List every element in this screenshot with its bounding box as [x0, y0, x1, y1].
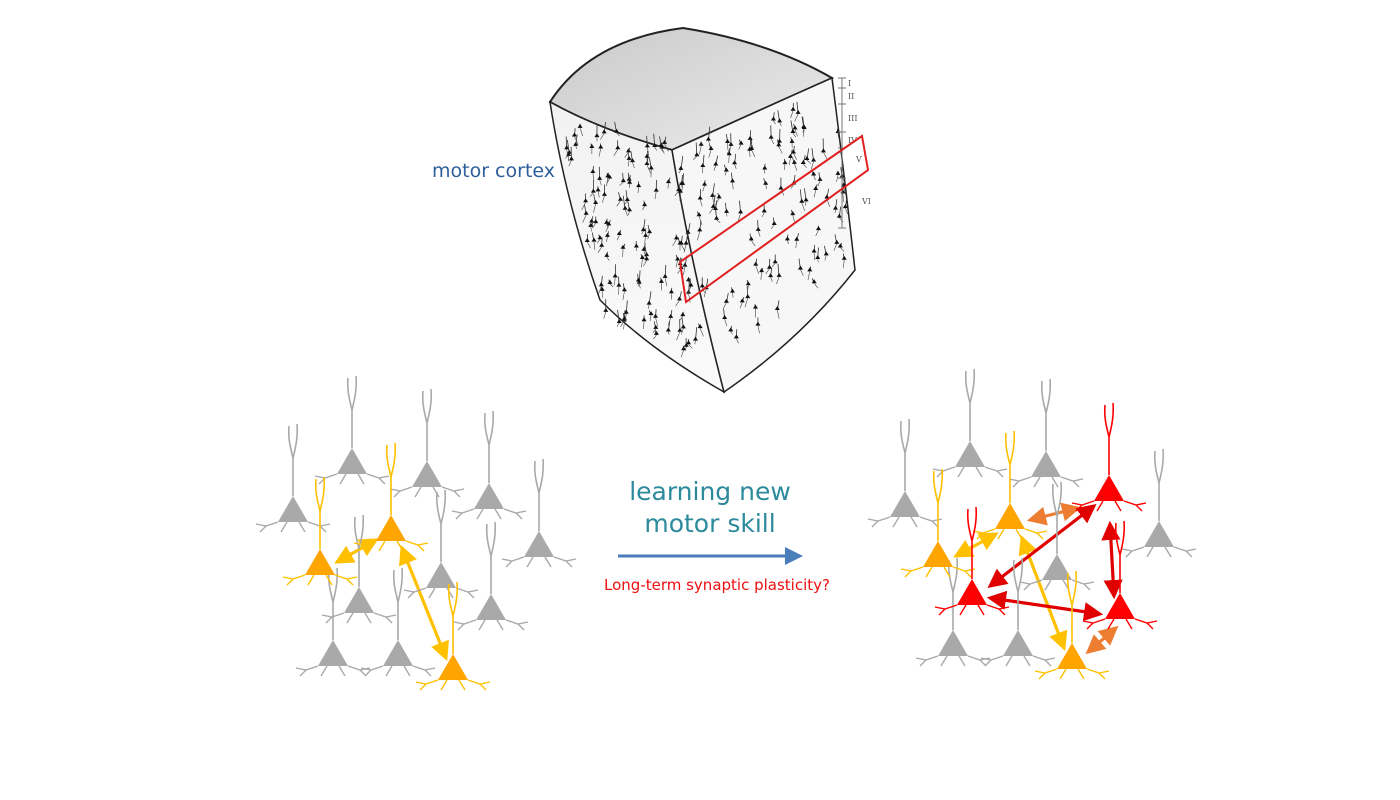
neuron-inactive — [501, 458, 577, 568]
right-connection-arrows — [953, 502, 1123, 655]
neuron-engaged — [972, 430, 1048, 540]
neuron-inactive — [451, 410, 527, 520]
neuron-inactive — [1019, 481, 1095, 591]
neuron-inactive — [453, 521, 529, 631]
neuron-inactive — [980, 557, 1056, 667]
connection-arrow — [986, 590, 1104, 622]
neuron-inactive — [932, 368, 1008, 478]
neuron-engaged — [353, 442, 429, 552]
cortex-layer-scale: I II III IV V VI — [838, 77, 871, 229]
layer-label-4: IV — [848, 136, 857, 145]
neuron-inactive — [1121, 448, 1197, 558]
learning-label-line2: motor skill — [644, 509, 776, 538]
neuron-strengthened — [934, 506, 1010, 616]
layer-label-5: V — [855, 155, 862, 164]
connection-arrow — [1018, 535, 1068, 651]
neuron-inactive — [314, 375, 390, 485]
layer-v-highlight-box — [678, 134, 870, 304]
layer-label-1: I — [848, 79, 851, 88]
motor-cortex-label: motor cortex — [432, 160, 555, 182]
neuron-inactive — [867, 418, 943, 528]
neuron-inactive — [255, 423, 331, 533]
connection-arrow — [399, 545, 449, 661]
neuron-engaged — [900, 468, 976, 578]
left-neuron-network — [255, 375, 577, 691]
neuron-inactive — [389, 388, 465, 498]
neuron-inactive — [321, 514, 397, 624]
connection-arrow — [953, 532, 999, 558]
neuron-inactive — [1008, 378, 1084, 488]
neuron-inactive — [403, 489, 479, 599]
learning-label-line1: learning new — [629, 477, 791, 506]
plasticity-question: Long-term synaptic plasticity? — [604, 576, 830, 594]
neuron-strengthened — [1082, 520, 1158, 630]
learning-label: learning new motor skill — [600, 476, 820, 540]
neuron-strengthened — [1071, 402, 1147, 512]
neuron-engaged — [1034, 570, 1110, 680]
layer-label-3: III — [848, 114, 857, 123]
connection-arrow — [1085, 625, 1119, 655]
neuron-engaged — [415, 581, 491, 691]
cortex-block-illustration: I II III IV V VI — [548, 26, 871, 394]
right-neuron-network — [867, 368, 1197, 680]
neuron-inactive — [360, 567, 436, 677]
connection-arrow — [987, 504, 1097, 588]
connection-arrow — [1026, 502, 1082, 526]
layer-label-6: VI — [861, 197, 871, 206]
layer-label-2: II — [848, 92, 854, 101]
connection-arrow — [1101, 520, 1123, 600]
neuron-engaged — [282, 476, 358, 586]
